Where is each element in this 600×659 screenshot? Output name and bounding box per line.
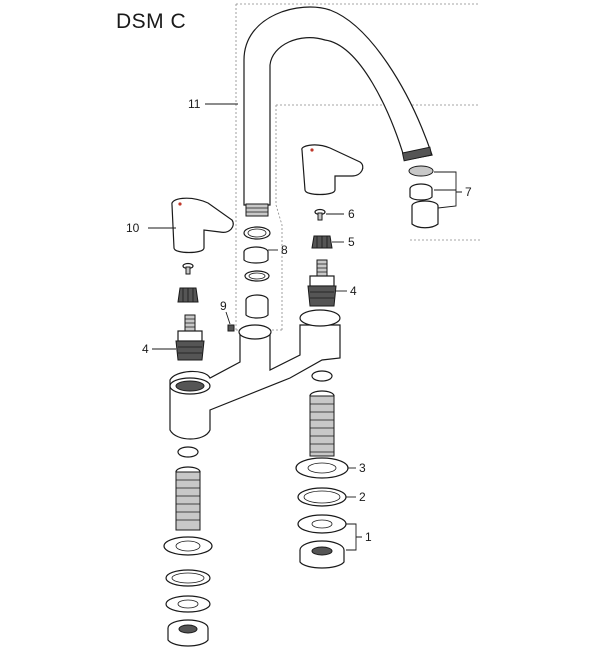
mixer-body xyxy=(169,309,341,440)
callout-4-left: 4 xyxy=(142,342,149,356)
left-gasket xyxy=(165,569,211,587)
right-o-ring xyxy=(311,370,333,382)
right-threaded-shank xyxy=(309,390,335,457)
callout-1: 1 xyxy=(365,530,372,544)
callout-3: 3 xyxy=(359,461,366,475)
right-lever-handle xyxy=(301,144,364,196)
callout-7: 7 xyxy=(465,185,472,199)
callout-4-right: 4 xyxy=(350,284,357,298)
gasket-part-2 xyxy=(297,487,347,507)
screw-part-6 xyxy=(314,208,326,221)
callout-2: 2 xyxy=(359,490,366,504)
right-cartridge-part-4 xyxy=(307,259,337,307)
left-o-ring xyxy=(177,446,199,458)
leader-1 xyxy=(346,523,362,551)
aerator-parts-7 xyxy=(408,165,439,229)
adapter-part-5 xyxy=(311,235,333,249)
washer-part-3 xyxy=(295,457,349,479)
left-cartridge-part-4 xyxy=(175,314,205,361)
callout-8: 8 xyxy=(281,243,288,257)
left-screw xyxy=(182,262,194,275)
callout-9: 9 xyxy=(220,299,227,313)
left-adapter xyxy=(177,287,199,303)
callout-11: 11 xyxy=(188,97,201,111)
spout-outline-box xyxy=(235,3,480,331)
left-threaded-shank xyxy=(175,466,201,531)
spout-part-11 xyxy=(243,6,433,217)
diagram-title: DSM C xyxy=(116,10,187,33)
callout-10: 10 xyxy=(126,221,140,235)
small-screw-part-9 xyxy=(227,324,235,332)
left-nut xyxy=(167,619,209,647)
callout-6: 6 xyxy=(348,207,355,221)
left-washer xyxy=(163,536,213,556)
callout-5: 5 xyxy=(348,235,355,249)
leader-7 xyxy=(434,171,462,209)
left-lower-washer xyxy=(165,595,211,613)
left-lever-handle-part-10 xyxy=(171,197,234,254)
leader-9 xyxy=(225,311,231,325)
spout-seals-part-8 xyxy=(243,226,271,319)
washer-and-nut-part-1 xyxy=(297,514,347,569)
